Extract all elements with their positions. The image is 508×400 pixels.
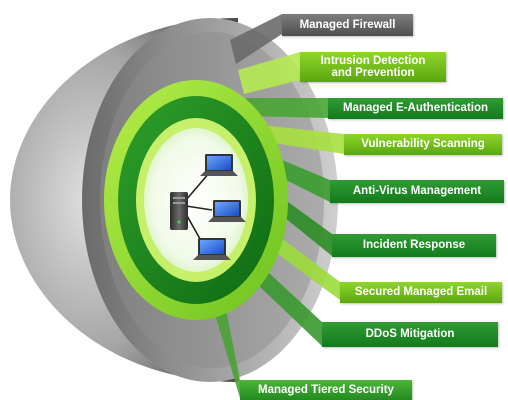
server-icon [170, 192, 188, 230]
layer-label-managed-firewall: Managed Firewall [282, 14, 413, 36]
layer-label-managed-tiered-security: Managed Tiered Security [240, 380, 412, 400]
laptop-icon [200, 154, 238, 176]
layer-label-ddos-mitigation: DDoS Mitigation [322, 322, 498, 347]
laptop-icon [208, 200, 246, 222]
layer-label-vulnerability-scanning: Vulnerability Scanning [344, 134, 502, 155]
layer-label-incident-response: Incident Response [332, 234, 496, 257]
laptop-icon [193, 238, 231, 260]
layer-label-intrusion-detection: Intrusion Detection and Prevention [300, 52, 446, 82]
layer-label-secured-managed-email: Secured Managed Email [340, 282, 502, 303]
layer-label-managed-e-authentication: Managed E-Authentication [328, 98, 503, 119]
layer-label-anti-virus-management: Anti-Virus Management [330, 180, 504, 203]
